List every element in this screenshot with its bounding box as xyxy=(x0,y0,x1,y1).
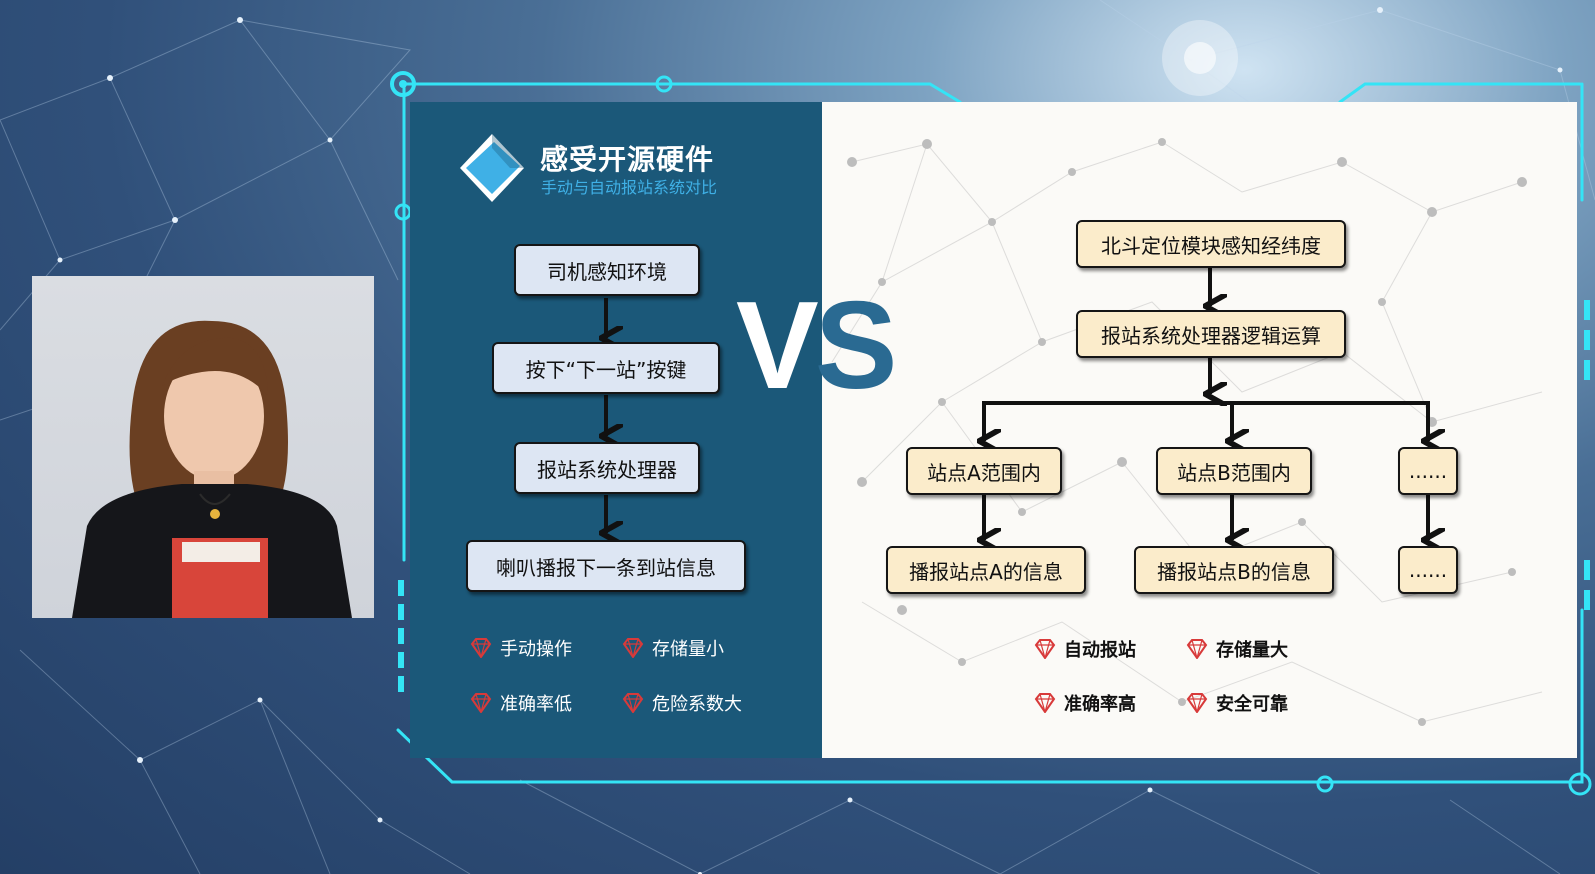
auto-feature-1: 自动报站 xyxy=(1034,636,1136,662)
auto-output-b: 播报站点B的信息 xyxy=(1134,546,1334,594)
auto-branch-a: 站点A范围内 xyxy=(906,447,1062,495)
feature-label: 危险系数大 xyxy=(652,694,742,715)
auto-feature-2: 存储量大 xyxy=(1186,636,1288,662)
vs-label: VS xyxy=(736,277,897,415)
manual-feature-4: 危险系数大 xyxy=(622,690,742,716)
auto-output-a: 播报站点A的信息 xyxy=(886,546,1086,594)
feature-label: 存储量大 xyxy=(1216,640,1288,661)
gem-icon xyxy=(622,638,644,658)
manual-step-3: 报站系统处理器 xyxy=(514,442,700,494)
auto-branch-b: 站点B范围内 xyxy=(1156,447,1312,495)
feature-label: 准确率低 xyxy=(500,694,572,715)
gem-icon xyxy=(1034,693,1056,713)
page-subtitle: 手动与自动报站系统对比 xyxy=(541,178,718,197)
gem-icon xyxy=(1034,639,1056,659)
presenter-figure xyxy=(72,320,352,618)
manual-step-2: 按下“下一站”按键 xyxy=(492,342,720,394)
manual-feature-2: 存储量小 xyxy=(622,635,724,661)
auto-step-locate: 北斗定位模块感知经纬度 xyxy=(1076,220,1346,268)
auto-step-compute: 报站系统处理器逻辑运算 xyxy=(1076,310,1346,358)
gem-icon xyxy=(1186,639,1208,659)
auto-output-more: ...... xyxy=(1398,546,1458,594)
feature-label: 存储量小 xyxy=(652,639,724,660)
page-title: 感受开源硬件 xyxy=(540,143,715,176)
diamond-logo-icon xyxy=(460,134,524,202)
auto-branch-more: ...... xyxy=(1398,447,1458,495)
auto-feature-4: 安全可靠 xyxy=(1186,690,1288,716)
feature-label: 自动报站 xyxy=(1064,640,1136,661)
presenter-video xyxy=(32,276,374,618)
manual-step-4: 喇叭播报下一条到站信息 xyxy=(466,540,746,592)
auto-feature-3: 准确率高 xyxy=(1034,690,1136,716)
feature-label: 手动操作 xyxy=(500,639,572,660)
manual-feature-3: 准确率低 xyxy=(470,690,572,716)
feature-label: 准确率高 xyxy=(1064,694,1136,715)
manual-step-1: 司机感知环境 xyxy=(514,244,700,296)
gem-icon xyxy=(622,693,644,713)
gem-icon xyxy=(1186,693,1208,713)
feature-label: 安全可靠 xyxy=(1216,694,1288,715)
gem-icon xyxy=(470,638,492,658)
gem-icon xyxy=(470,693,492,713)
manual-feature-1: 手动操作 xyxy=(470,635,572,661)
